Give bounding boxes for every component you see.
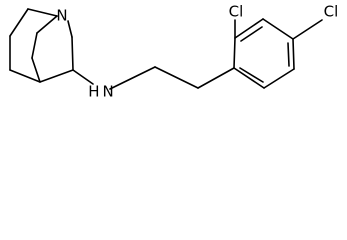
bond-c6-c4 — [31, 57, 41, 83]
ring-double-bond-1 — [240, 26, 263, 42]
bond-c8-c4 — [39, 69, 74, 83]
bond-c7-c8 — [71, 36, 74, 71]
bond-n-c7 — [67, 20, 73, 38]
bond-ring-cl-right — [292, 19, 323, 40]
bond-nh-ch2a — [109, 66, 156, 90]
ring-bond-3 — [262, 18, 294, 40]
ring-double-bond-3 — [239, 67, 264, 83]
chlorine-right-label: Cl — [324, 3, 339, 21]
bond-c5-c6 — [31, 32, 38, 59]
quinuclidine-nitrogen-label: N — [56, 7, 67, 25]
amine-nh-label: H N — [88, 83, 114, 101]
chlorine-top-label: Cl — [229, 3, 244, 21]
bond-n-c5 — [36, 15, 58, 34]
ring-bond-1 — [233, 37, 236, 69]
bond-c3-c4 — [9, 69, 41, 83]
ring-bond-4 — [292, 38, 295, 70]
chemical-structure-diagram: N H N Cl Cl — [9, 3, 339, 101]
ring-bond-5 — [263, 68, 295, 89]
dichlorophenyl-ring — [233, 18, 323, 89]
ring-double-bond-2 — [287, 42, 290, 67]
ethylamine-linker — [72, 66, 235, 90]
bond-ch2b-ring — [197, 67, 235, 89]
bond-c8-nh — [72, 69, 94, 85]
bond-ch2a-ch2b — [154, 66, 199, 89]
bond-n-c1 — [27, 8, 58, 17]
quinuclidine-cage — [9, 8, 74, 83]
ring-bond-2 — [234, 18, 264, 39]
bond-c1-c2 — [9, 8, 29, 37]
ring-bond-6 — [233, 67, 265, 89]
